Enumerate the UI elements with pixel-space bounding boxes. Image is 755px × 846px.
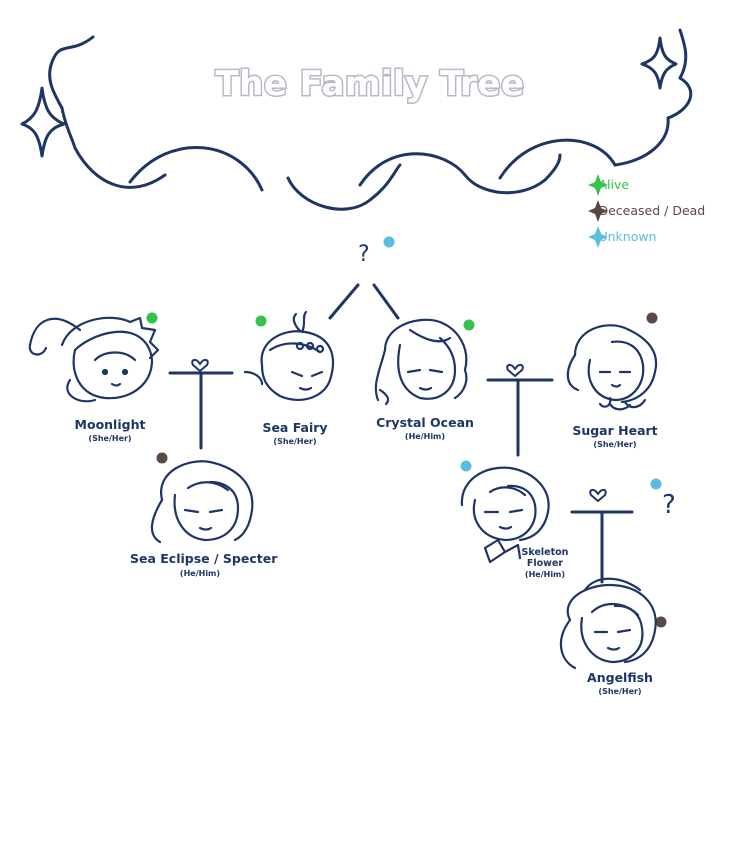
sea-fairy-name: Sea Fairy <box>262 420 328 435</box>
portrait-sea-fairy <box>243 310 335 401</box>
portrait-sugar-heart <box>566 324 658 411</box>
sugar-heart-name: Sugar Heart <box>572 423 658 438</box>
legend-alive-icon <box>588 174 608 196</box>
sparkle-left-icon <box>20 86 66 158</box>
heart-icon <box>589 488 607 502</box>
portrait-angelfish <box>559 577 657 670</box>
status-dot-deceased <box>646 312 658 324</box>
crystal-ocean-pronouns: (He/Him) <box>404 432 446 441</box>
status-dot-alive <box>255 315 267 327</box>
moonlight-pronouns: (She/Her) <box>88 434 132 443</box>
status-dot-unknown <box>460 460 472 472</box>
portrait-skeleton-flower <box>460 466 550 564</box>
skeleton-flower-pronouns: (He/Him) <box>524 570 566 579</box>
legend-unknown-label: - Unknown <box>590 229 657 244</box>
portrait-sea-eclipse <box>150 460 254 544</box>
legend-deceased-label: - Deceased / Dead <box>590 203 706 218</box>
cloud-banner <box>48 28 693 211</box>
status-dot-unknown <box>650 478 662 490</box>
heart-icon <box>191 358 209 372</box>
status-dot-alive <box>463 319 475 331</box>
sea-fairy-pronouns: (She/Her) <box>273 437 317 446</box>
sea-eclipse-pronouns: (He/Him) <box>179 569 221 578</box>
status-dot-unknown <box>383 236 395 248</box>
page-title: The Family Tree <box>214 63 526 106</box>
moonlight-name: Moonlight <box>74 417 146 432</box>
status-dot-deceased <box>655 616 667 628</box>
portrait-crystal-ocean <box>374 318 468 406</box>
marriage-hearts <box>191 358 607 502</box>
status-dot-alive <box>146 312 158 324</box>
status-dot-deceased <box>156 452 168 464</box>
sugar-heart-pronouns: (She/Her) <box>593 440 637 449</box>
portrait-moonlight <box>28 316 160 403</box>
tree-connectors <box>168 283 634 584</box>
skeleton-flower-name-line2: Flower <box>526 558 564 569</box>
legend-alive: - Alive <box>590 177 629 192</box>
legend-unknown-icon <box>588 226 608 248</box>
angelfish-pronouns: (She/Her) <box>598 687 642 696</box>
sparkle-right-icon <box>640 36 678 90</box>
crystal-ocean-name: Crystal Ocean <box>376 415 474 430</box>
skeleton-flower-name-line1: Skeleton <box>521 547 569 558</box>
legend-deceased: - Deceased / Dead <box>590 203 705 218</box>
legend-unknown: - Unknown <box>590 229 657 244</box>
angelfish-name: Angelfish <box>587 670 653 685</box>
unknown-parents-mark: ? <box>358 242 370 267</box>
unknown-partner-mark: ? <box>662 490 676 520</box>
sea-eclipse-name: Sea Eclipse / Specter <box>130 551 278 566</box>
legend-deceased-icon <box>588 200 608 222</box>
heart-icon <box>506 363 524 377</box>
legend-alive-label: - Alive <box>590 177 630 192</box>
